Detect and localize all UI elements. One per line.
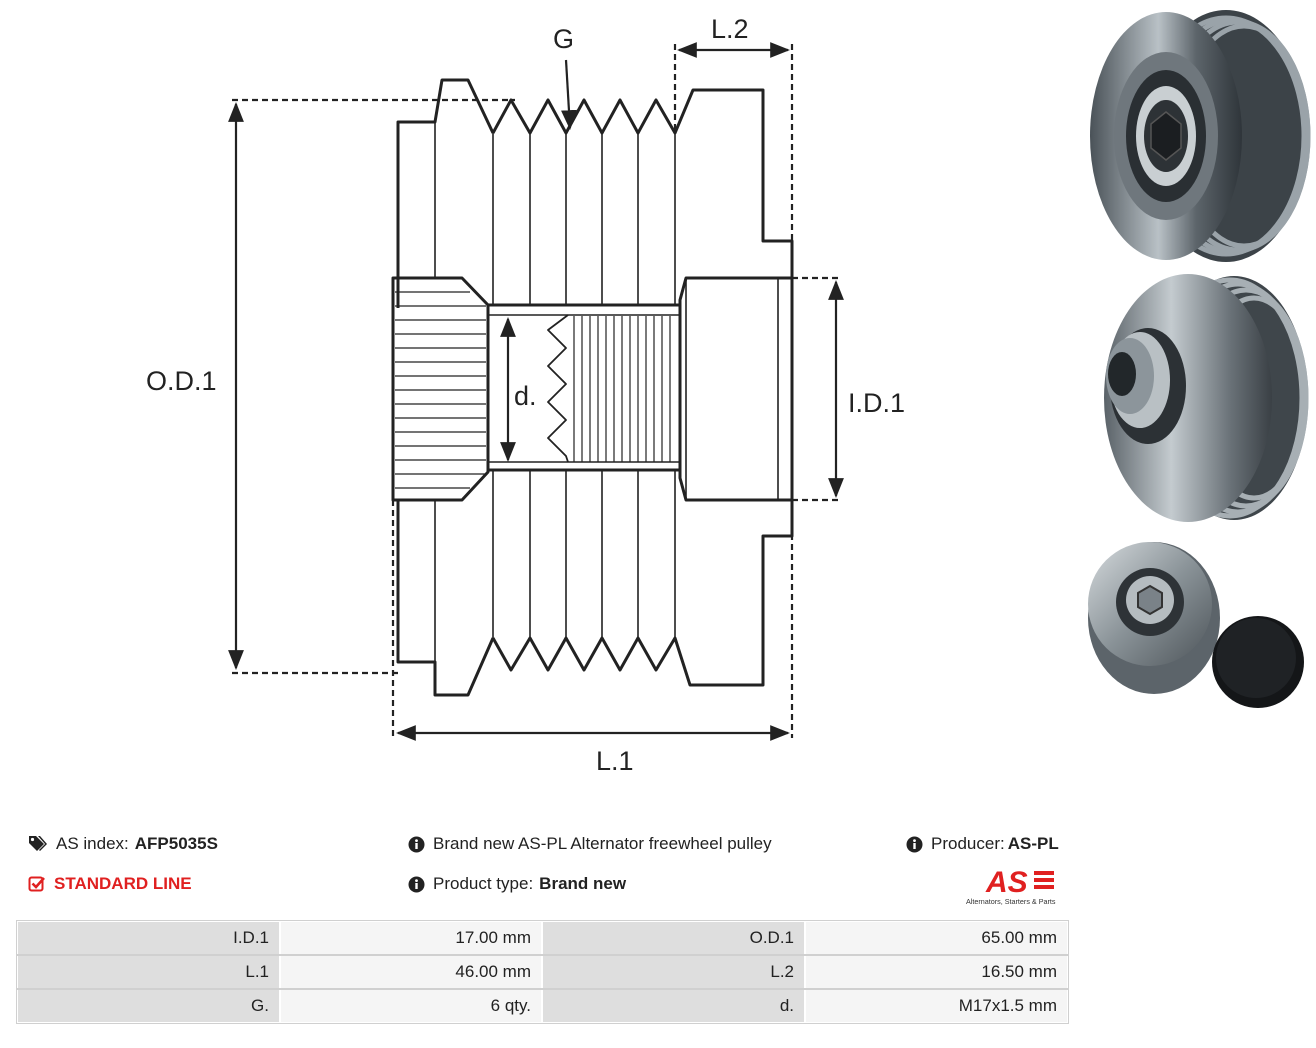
label-g: G <box>553 24 574 54</box>
spec-value: M17x1.5 mm <box>804 988 1069 1024</box>
spec-value: 17.00 mm <box>279 920 543 956</box>
check-square-icon <box>28 876 45 892</box>
spec-key: G. <box>16 988 281 1024</box>
label-od1: O.D.1 <box>146 366 217 396</box>
producer-row: Producer: AS-PL <box>906 834 1059 854</box>
table-row: I.D.1 17.00 mm O.D.1 65.00 mm <box>16 920 1069 956</box>
description-row: Brand new AS-PL Alternator freewheel pul… <box>408 834 772 854</box>
logo-mark: AS <box>985 866 1028 899</box>
label-d: d. <box>514 381 537 411</box>
spec-key: I.D.1 <box>16 920 281 956</box>
product-type-row: Product type: Brand new <box>408 874 626 894</box>
standard-line-row: STANDARD LINE <box>28 874 192 894</box>
producer-label: Producer: <box>931 834 1005 853</box>
spec-table: I.D.1 17.00 mm O.D.1 65.00 mm L.1 46.00 … <box>16 920 1069 1024</box>
spec-value: 6 qty. <box>279 988 543 1024</box>
as-index-value: AFP5035S <box>134 834 218 853</box>
spec-key: L.1 <box>16 954 281 990</box>
info-circle-icon <box>408 876 425 892</box>
as-index-label: AS index: <box>56 834 129 853</box>
grooves-upper <box>491 88 794 278</box>
as-pl-logo: AS Alternators, Starters & Parts <box>966 866 1056 906</box>
logo-tagline: Alternators, Starters & Parts <box>966 897 1056 906</box>
groove-lines <box>434 122 676 662</box>
spec-key: d. <box>541 988 806 1024</box>
info-circle-icon <box>906 836 923 852</box>
spec-key: O.D.1 <box>541 920 806 956</box>
thread-profile <box>547 314 569 463</box>
table-row: G. 6 qty. d. M17x1.5 mm <box>16 988 1069 1024</box>
label-l2: L.2 <box>711 14 749 44</box>
product-photo-angled <box>1104 274 1309 522</box>
table-row: L.1 46.00 mm L.2 16.50 mm <box>16 954 1069 990</box>
product-photo-with-cap <box>1088 542 1304 708</box>
description-text: Brand new AS-PL Alternator freewheel pul… <box>433 834 772 853</box>
producer-value: AS-PL <box>1007 834 1059 853</box>
flange-lower <box>396 500 495 697</box>
product-photo-front <box>1090 10 1311 262</box>
g-pointer-line <box>561 59 577 130</box>
standard-line-label: STANDARD LINE <box>54 874 192 893</box>
bearing-block <box>678 276 794 502</box>
label-id1: I.D.1 <box>848 388 905 418</box>
product-type-label: Product type: <box>433 874 534 893</box>
spec-value: 16.50 mm <box>804 954 1069 990</box>
product-type-value: Brand new <box>539 874 627 893</box>
tags-icon <box>29 836 47 851</box>
as-index-row: AS index: AFP5035S <box>28 834 218 854</box>
spec-value: 65.00 mm <box>804 920 1069 956</box>
flange-upper <box>396 78 495 308</box>
grooves-lower <box>491 500 794 687</box>
pulley-technical-drawing: G L.2 O.D.1 I.D.1 d. L.1 <box>146 14 905 776</box>
thread-lines <box>573 316 671 462</box>
spline-lines <box>395 291 486 489</box>
splined-hub <box>391 276 490 502</box>
info-circle-icon <box>408 836 425 852</box>
label-l1: L.1 <box>596 746 634 776</box>
spec-key: L.2 <box>541 954 806 990</box>
spec-value: 46.00 mm <box>279 954 543 990</box>
